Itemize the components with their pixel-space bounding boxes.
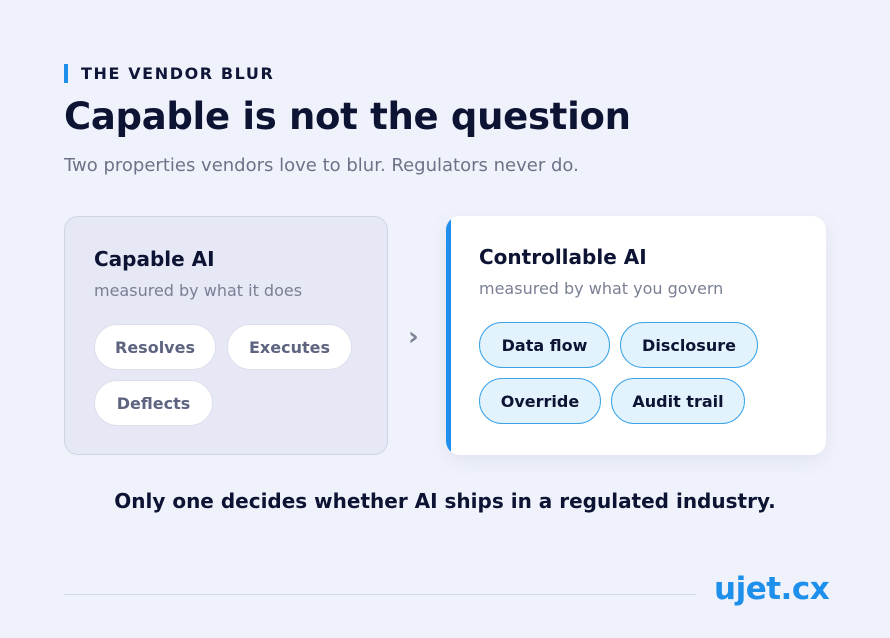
chip-deflects: Deflects xyxy=(94,380,213,426)
capable-ai-subtitle: measured by what it does xyxy=(94,281,303,300)
chip-resolves: Resolves xyxy=(94,324,216,370)
chip-disclosure: Disclosure xyxy=(620,322,758,368)
capable-ai-title: Capable AI xyxy=(94,247,215,271)
footer-divider xyxy=(64,594,696,595)
capable-ai-card: Capable AI measured by what it does Reso… xyxy=(64,216,388,455)
controllable-ai-subtitle: measured by what you govern xyxy=(479,279,724,298)
eyebrow-accent-bar xyxy=(64,63,68,83)
card-accent-bar xyxy=(446,216,451,455)
chevron-right-icon: › xyxy=(408,322,419,352)
conclusion-text: Only one decides whether AI ships in a r… xyxy=(114,489,776,513)
page-subtitle: Two properties vendors love to blur. Reg… xyxy=(64,155,579,176)
ujet-logo: ujet.cx xyxy=(714,571,830,607)
chip-override: Override xyxy=(479,378,601,424)
chip-data-flow: Data flow xyxy=(479,322,610,368)
chip-audit-trail: Audit trail xyxy=(611,378,745,424)
page-title: Capable is not the question xyxy=(64,95,631,138)
chip-executes: Executes xyxy=(227,324,352,370)
controllable-ai-card: Controllable AI measured by what you gov… xyxy=(446,216,826,455)
eyebrow: THE VENDOR BLUR xyxy=(64,63,274,83)
controllable-ai-title: Controllable AI xyxy=(479,245,647,269)
eyebrow-label: THE VENDOR BLUR xyxy=(81,63,275,83)
